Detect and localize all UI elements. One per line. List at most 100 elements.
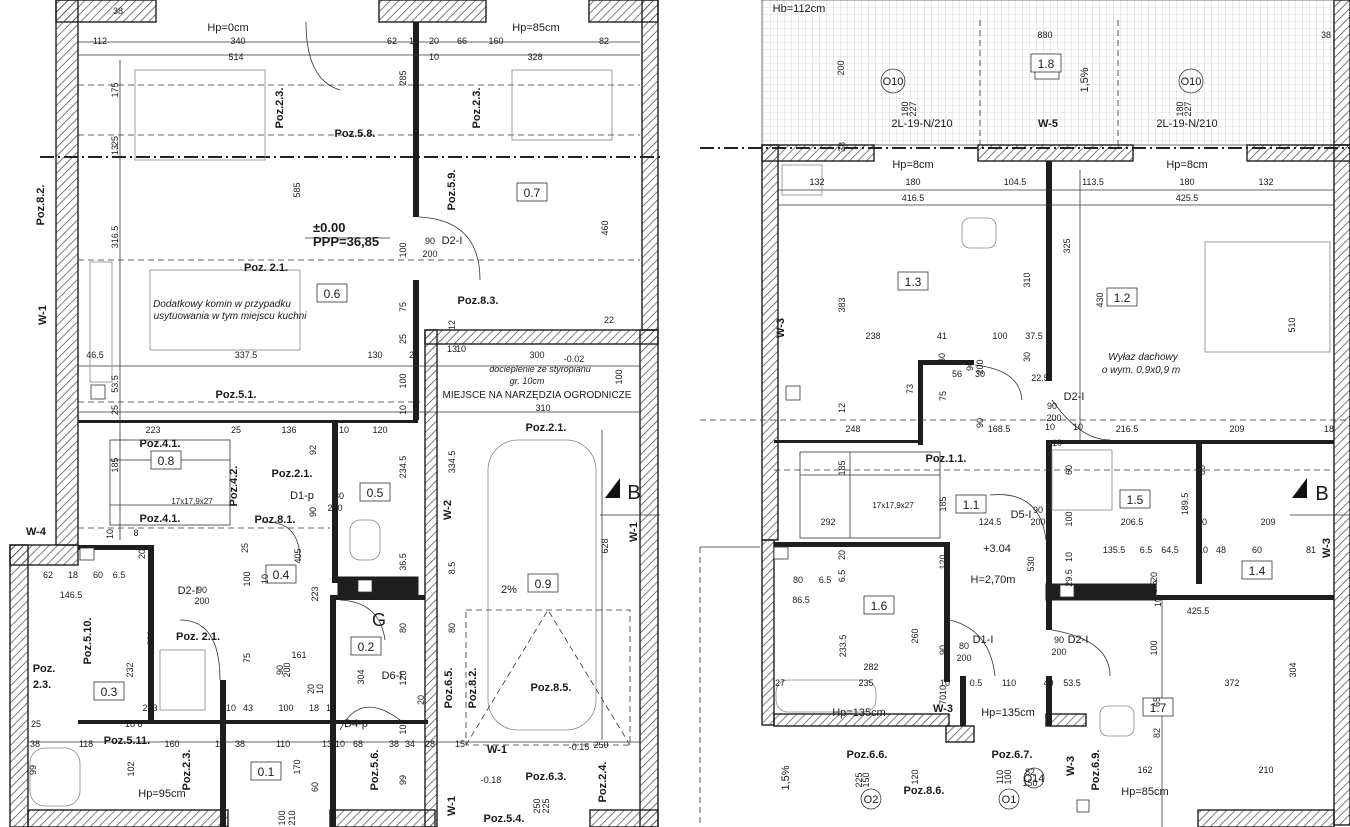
plan-label: 1,5% <box>1079 67 1091 92</box>
dimension: 10 <box>456 344 466 354</box>
dimension: 80 <box>334 491 344 501</box>
dimension: 200 <box>836 60 846 75</box>
room-number: 1.6 <box>871 599 888 613</box>
room-number: 1.3 <box>905 275 922 289</box>
dimension: 310 <box>1022 272 1032 287</box>
dimension: 100 <box>614 369 624 384</box>
first-floor-plan <box>699 0 1350 827</box>
plan-label: Poz.2.1. <box>272 468 313 480</box>
dimension: 209 <box>1260 517 1275 527</box>
dimension: 38 <box>1321 30 1331 40</box>
dimension: 325 <box>1062 238 1072 253</box>
dimension: 100 <box>242 571 252 586</box>
plan-label: W-4 <box>26 526 47 538</box>
dimension: 310 <box>535 403 550 413</box>
dimension: 210 <box>287 810 297 825</box>
dimension: 25 <box>31 719 41 729</box>
dimension: 200 <box>1051 647 1066 657</box>
dimension: 234.5 <box>398 456 408 479</box>
dimension: 10 <box>260 574 270 584</box>
dimension: 68 <box>353 739 363 749</box>
dimension: 100 <box>398 242 408 257</box>
dimension: 175 <box>110 82 120 97</box>
plan-label: Poz. 2.1. <box>244 262 288 274</box>
dimension: 20 <box>837 550 847 560</box>
room-0.2: 0.2 <box>350 636 382 656</box>
dimension: 90 <box>965 361 975 371</box>
plan-label: Hb=112cm <box>773 3 826 15</box>
dimension: 46.5 <box>86 350 104 360</box>
dimension: 250 <box>593 740 608 750</box>
plan-label: D2-I <box>442 235 463 247</box>
dimension: 4 <box>1043 678 1048 688</box>
dimension: 62 <box>43 570 53 580</box>
dimension: 100 <box>992 331 1007 341</box>
plan-label: Poz.4.1. <box>140 438 181 450</box>
dimension: 90 <box>425 236 435 246</box>
plan-label: Poz.8.1. <box>255 514 296 526</box>
plan-label: D2-I <box>1064 391 1085 403</box>
dimension: 110 <box>995 770 1005 784</box>
room-0.8: 0.8 <box>150 450 182 470</box>
room-number: 1.2 <box>1114 291 1131 305</box>
dimension: 8 <box>133 528 138 538</box>
dimension: 340 <box>230 36 245 46</box>
dimension: 223 <box>145 425 160 435</box>
dimension: 15 <box>455 739 465 749</box>
dimension: 200 <box>1030 517 1045 527</box>
dimension: 6.5 <box>819 575 832 585</box>
wall-left <box>55 0 79 546</box>
dimension: 10 <box>215 739 225 749</box>
dimension: 60 <box>1064 465 1074 475</box>
dimension: -0.02 <box>564 354 585 364</box>
dimension: 22 <box>604 315 614 325</box>
sofa <box>134 69 266 161</box>
dimension: 880 <box>1037 30 1052 40</box>
dimension: 6.5 <box>1140 545 1153 555</box>
plan-label: Dodatkowy komin w przypadku <box>153 299 291 310</box>
plan-label: Poz.6.5. <box>443 668 455 709</box>
plan-label: Poz.5.10. <box>82 617 94 664</box>
dimension: 160 <box>488 36 503 46</box>
dimension: 90 <box>197 585 207 595</box>
ground-floor-plan <box>9 0 660 827</box>
dimension: 585 <box>292 182 302 197</box>
dimension: 10 <box>339 425 349 435</box>
dimension: 150 <box>861 772 871 787</box>
dimension: 510 <box>1287 317 1297 332</box>
room-number: 0.1 <box>258 765 275 779</box>
dimension: 0 <box>1048 678 1053 688</box>
plan-label: Poz.6.3. <box>526 771 567 783</box>
dimension: 200 <box>1046 413 1061 423</box>
dimension: 90 <box>1047 401 1057 411</box>
dimension: 334.5 <box>447 451 457 474</box>
dimension: 425.5 <box>1187 606 1210 616</box>
wall-bottom-mid <box>329 809 436 827</box>
chair-1-7 <box>1099 705 1135 737</box>
dimension: 10 <box>326 703 336 713</box>
room-1.2: 1.2 <box>1106 287 1138 307</box>
plan-label: Poz.2.1. <box>526 422 567 434</box>
plan-label: o wym. 0,9x0,9 m <box>1102 365 1180 376</box>
dimension: 100 <box>278 703 293 713</box>
dimension: 73 <box>905 384 915 394</box>
room-1.4: 1.4 <box>1241 560 1273 580</box>
wall-garage-right <box>639 329 659 827</box>
dimension: 227 <box>908 101 918 116</box>
plan-label: Poz. <box>33 663 56 675</box>
dimension: 12 <box>837 403 847 413</box>
dimension: 10 <box>1045 422 1055 432</box>
room-number: 1.5 <box>1127 493 1144 507</box>
plan-label: Poz.5.8. <box>335 128 376 140</box>
dimension: 100 <box>398 719 408 734</box>
room-number: 0.4 <box>273 568 290 582</box>
dimension: 132 <box>809 177 824 187</box>
stove <box>159 649 206 711</box>
dimension: 100 <box>1003 769 1013 784</box>
dimension: 100 <box>1149 640 1159 655</box>
dimension: 120 <box>398 670 408 685</box>
dimension: 38 <box>113 6 123 16</box>
level-ppp: PPP=36,85 <box>313 234 379 249</box>
dimension: 416.5 <box>902 193 925 203</box>
dimension: 90 <box>1033 505 1043 515</box>
